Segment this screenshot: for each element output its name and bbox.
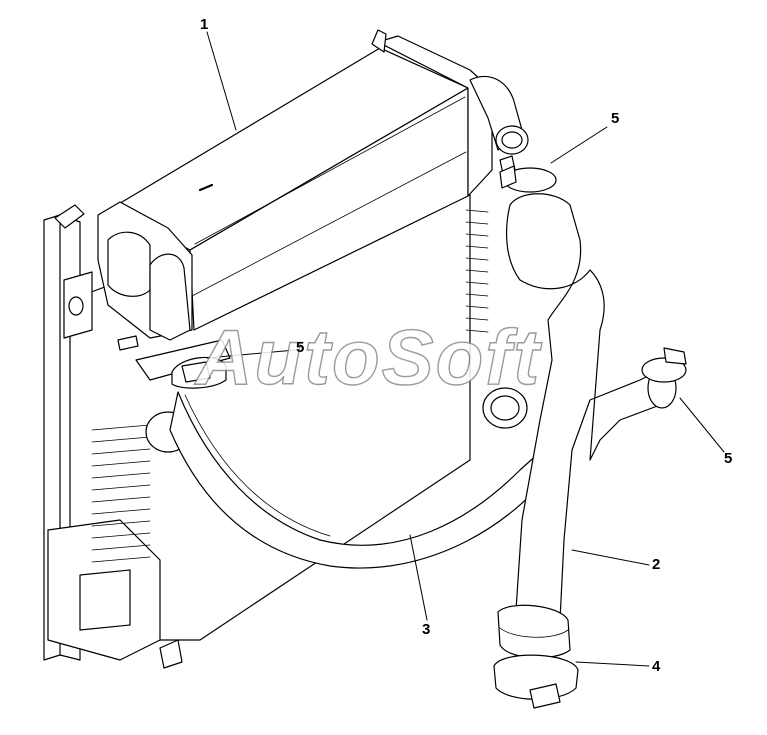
callout-5-middle: 5 (296, 339, 305, 356)
clamp-top (499, 165, 557, 193)
radiator-fins-left (91, 424, 151, 563)
clamp-middle (171, 356, 227, 389)
leader-5a (550, 126, 608, 164)
intercooler (97, 29, 529, 381)
callout-2: 2 (652, 556, 661, 573)
leader-lines (206, 31, 725, 667)
callout-5-top: 5 (611, 110, 620, 127)
hose-2 (497, 193, 677, 659)
leader-5c (679, 397, 725, 453)
radiator-fins-right (465, 209, 489, 333)
clamp-right (641, 347, 687, 383)
leader-2 (571, 549, 650, 566)
leader-5b (206, 349, 296, 359)
leader-4 (575, 661, 650, 667)
callout-1: 1 (200, 16, 209, 33)
leader-1 (206, 31, 237, 131)
clamp-bottom (493, 654, 579, 709)
callout-5-right: 5 (724, 450, 733, 467)
leader-3 (409, 534, 428, 621)
callout-4: 4 (652, 658, 661, 675)
watermark: AutoSoft (195, 312, 542, 401)
callout-3: 3 (422, 621, 431, 638)
